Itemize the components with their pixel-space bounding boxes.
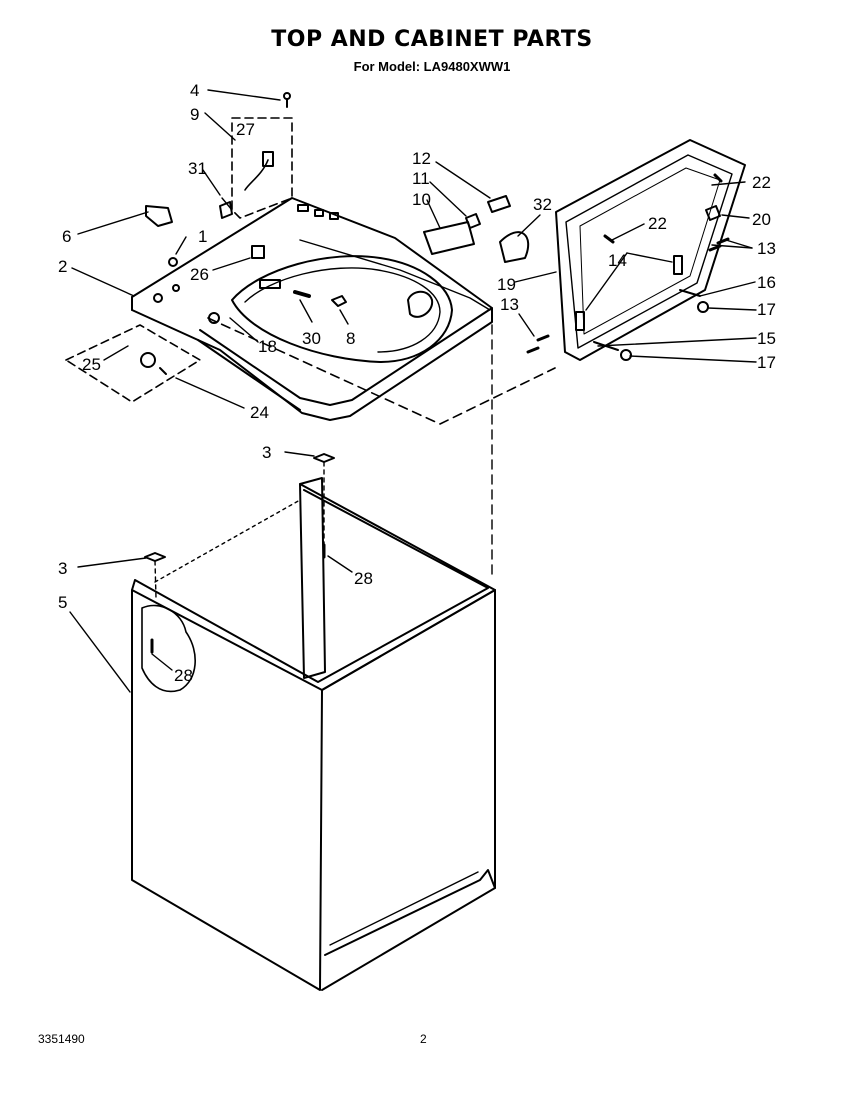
callout-28a: 28: [354, 569, 373, 588]
harness-bracket-callout: [231, 117, 293, 219]
callout-22b: 22: [648, 214, 667, 233]
callout-27: 27: [236, 120, 255, 139]
small-parts: [145, 92, 730, 361]
diagram-title: TOP AND CABINET PARTS: [271, 27, 593, 52]
callout-6: 6: [62, 227, 71, 246]
callout-24: 24: [250, 403, 269, 422]
callout-3a: 3: [262, 443, 271, 462]
callout-12: 12: [412, 149, 431, 168]
callout-numbers: 4 9 27 31 6 1 2 26 12 11 10 32 22 22 20 …: [58, 81, 776, 685]
callout-28b: 28: [174, 666, 193, 685]
page-number: 2: [420, 1032, 427, 1046]
callout-10: 10: [412, 190, 431, 209]
callout-13b: 13: [500, 295, 519, 314]
callout-4: 4: [190, 81, 199, 100]
callout-32: 32: [533, 195, 552, 214]
callout-8: 8: [346, 329, 355, 348]
spring-detail-callout: [65, 324, 201, 403]
callout-30: 30: [302, 329, 321, 348]
callout-22a: 22: [752, 173, 771, 192]
callout-14: 14: [608, 251, 627, 270]
callout-19: 19: [497, 275, 516, 294]
washer-top-assembly: [131, 197, 493, 421]
washer-cabinet: [131, 453, 496, 991]
callout-20: 20: [752, 210, 771, 229]
callout-9: 9: [190, 105, 199, 124]
callout-16: 16: [757, 273, 776, 292]
callout-2: 2: [58, 257, 67, 276]
callout-11: 11: [412, 169, 430, 188]
model-subtitle: For Model: LA9480XWW1: [353, 59, 511, 74]
callout-3b: 3: [58, 559, 67, 578]
assembly-leader-line: [207, 317, 556, 425]
document-number: 3351490: [38, 1032, 85, 1046]
callout-17b: 17: [757, 353, 776, 372]
callout-17a: 17: [757, 300, 776, 319]
callout-13a: 13: [757, 239, 776, 258]
callout-5: 5: [58, 593, 67, 612]
callout-26: 26: [190, 265, 209, 284]
callout-25: 25: [82, 355, 101, 374]
callout-18: 18: [258, 337, 277, 356]
callout-leaders: [69, 89, 757, 693]
callout-31: 31: [188, 159, 207, 178]
callout-15: 15: [757, 329, 776, 348]
callout-1: 1: [198, 227, 207, 246]
